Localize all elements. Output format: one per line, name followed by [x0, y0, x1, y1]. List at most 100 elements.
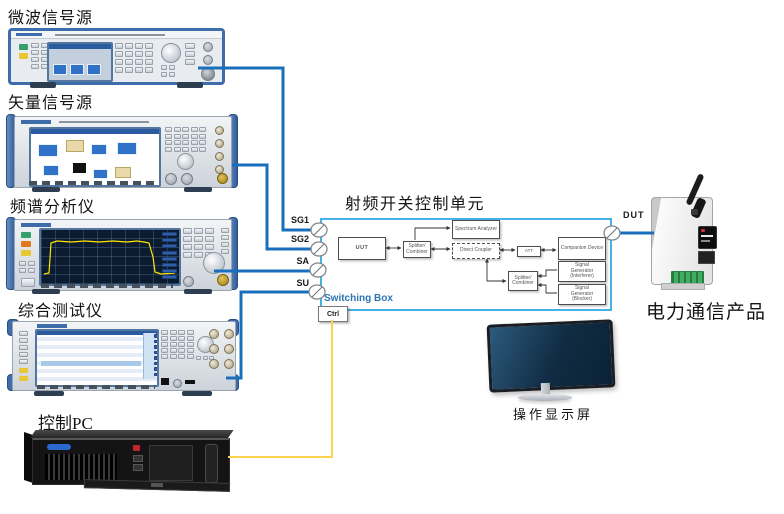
- key: [173, 133, 181, 139]
- key: [199, 146, 206, 152]
- side-keys: [221, 228, 229, 254]
- block-signal-generator-blocker: Signal Generator (Blocker): [558, 284, 606, 305]
- power-product-label: 电力通信产品: [646, 302, 767, 323]
- device-display: [698, 226, 717, 249]
- switching-box-name: Switching Box: [324, 293, 393, 304]
- key: [19, 352, 28, 357]
- key: [194, 228, 203, 234]
- green-key: [21, 232, 31, 238]
- screen-block: [117, 142, 137, 155]
- key: [162, 238, 177, 243]
- block-att: ATT: [517, 246, 541, 257]
- switching-unit-title: 射频开关控制单元: [345, 196, 486, 213]
- key: [162, 275, 177, 280]
- key: [161, 65, 167, 70]
- key: [115, 67, 123, 73]
- key: [169, 336, 177, 341]
- key: [186, 336, 194, 341]
- door-latch: [150, 482, 164, 488]
- rotary-knob: [161, 43, 181, 63]
- key: [221, 235, 229, 240]
- reset-switch: [133, 455, 143, 462]
- port-label-sa: SA: [296, 256, 309, 266]
- key: [209, 344, 219, 354]
- key: [183, 244, 192, 250]
- green-key: [19, 44, 28, 50]
- rotary-knob: [203, 252, 225, 274]
- rj45-port: [161, 378, 169, 385]
- n-connector-grid: [209, 329, 234, 369]
- key: [31, 43, 39, 48]
- brand-logo: [37, 324, 67, 328]
- key: [125, 59, 133, 65]
- key: [182, 146, 189, 152]
- key: [215, 126, 224, 135]
- key: [125, 67, 133, 73]
- microwave-source-label: 微波信号源: [8, 10, 94, 27]
- block-direct-coupler: Direct Coupler: [452, 243, 500, 259]
- usb-port: [185, 380, 195, 384]
- key: [154, 356, 157, 360]
- key: [221, 242, 229, 247]
- key: [186, 354, 194, 359]
- key: [215, 152, 224, 161]
- key: [161, 354, 168, 359]
- key: [154, 372, 157, 376]
- key: [190, 133, 198, 139]
- trace-plot: [43, 240, 176, 275]
- key: [161, 330, 168, 335]
- status-led: [701, 229, 705, 232]
- key: [154, 345, 157, 349]
- key: [162, 232, 177, 236]
- display-text-line: [701, 235, 713, 237]
- port-label-dut: DUT: [623, 210, 645, 220]
- key: [162, 269, 177, 274]
- analyzer-screen: [39, 228, 181, 286]
- key: [196, 356, 201, 360]
- screen-block: [91, 144, 107, 155]
- screen-block: [66, 140, 84, 152]
- key: [178, 354, 185, 359]
- key: [178, 342, 185, 347]
- control-pc-label: 控制PC: [38, 414, 93, 433]
- key: [115, 59, 123, 65]
- key: [178, 330, 185, 335]
- key: [161, 72, 167, 77]
- instrument-chassis: [12, 321, 236, 391]
- ethernet-port: [698, 251, 715, 264]
- key: [162, 250, 177, 255]
- instrument-foot: [184, 289, 212, 294]
- key: [183, 228, 192, 234]
- vector-source-label: 矢量信号源: [8, 95, 94, 112]
- key: [154, 339, 157, 343]
- key: [185, 43, 195, 49]
- cable-tester-to-su: [226, 290, 309, 380]
- key: [154, 361, 157, 365]
- key: [205, 236, 214, 242]
- button-row: [41, 284, 173, 288]
- antenna-connector: [691, 209, 698, 215]
- key: [125, 51, 133, 57]
- screen-block: [115, 167, 131, 178]
- key: [186, 342, 194, 347]
- key: [162, 256, 177, 261]
- key: [209, 329, 219, 339]
- key: [182, 140, 189, 145]
- key: [185, 59, 195, 65]
- key: [183, 252, 192, 258]
- key: [209, 359, 219, 369]
- ctrl-port-box: Ctrl: [318, 306, 348, 322]
- key: [135, 59, 143, 65]
- screen-block: [43, 165, 59, 176]
- brand-logo: [16, 33, 42, 36]
- instrument-foot: [30, 82, 56, 88]
- rf-output-connector: [217, 173, 228, 184]
- screen-header: [37, 331, 157, 335]
- screen-header: [31, 129, 159, 134]
- screen-block: [73, 163, 86, 173]
- instrument-chassis: [14, 219, 232, 291]
- key: [125, 43, 133, 49]
- key: [194, 244, 203, 250]
- key: [169, 348, 177, 353]
